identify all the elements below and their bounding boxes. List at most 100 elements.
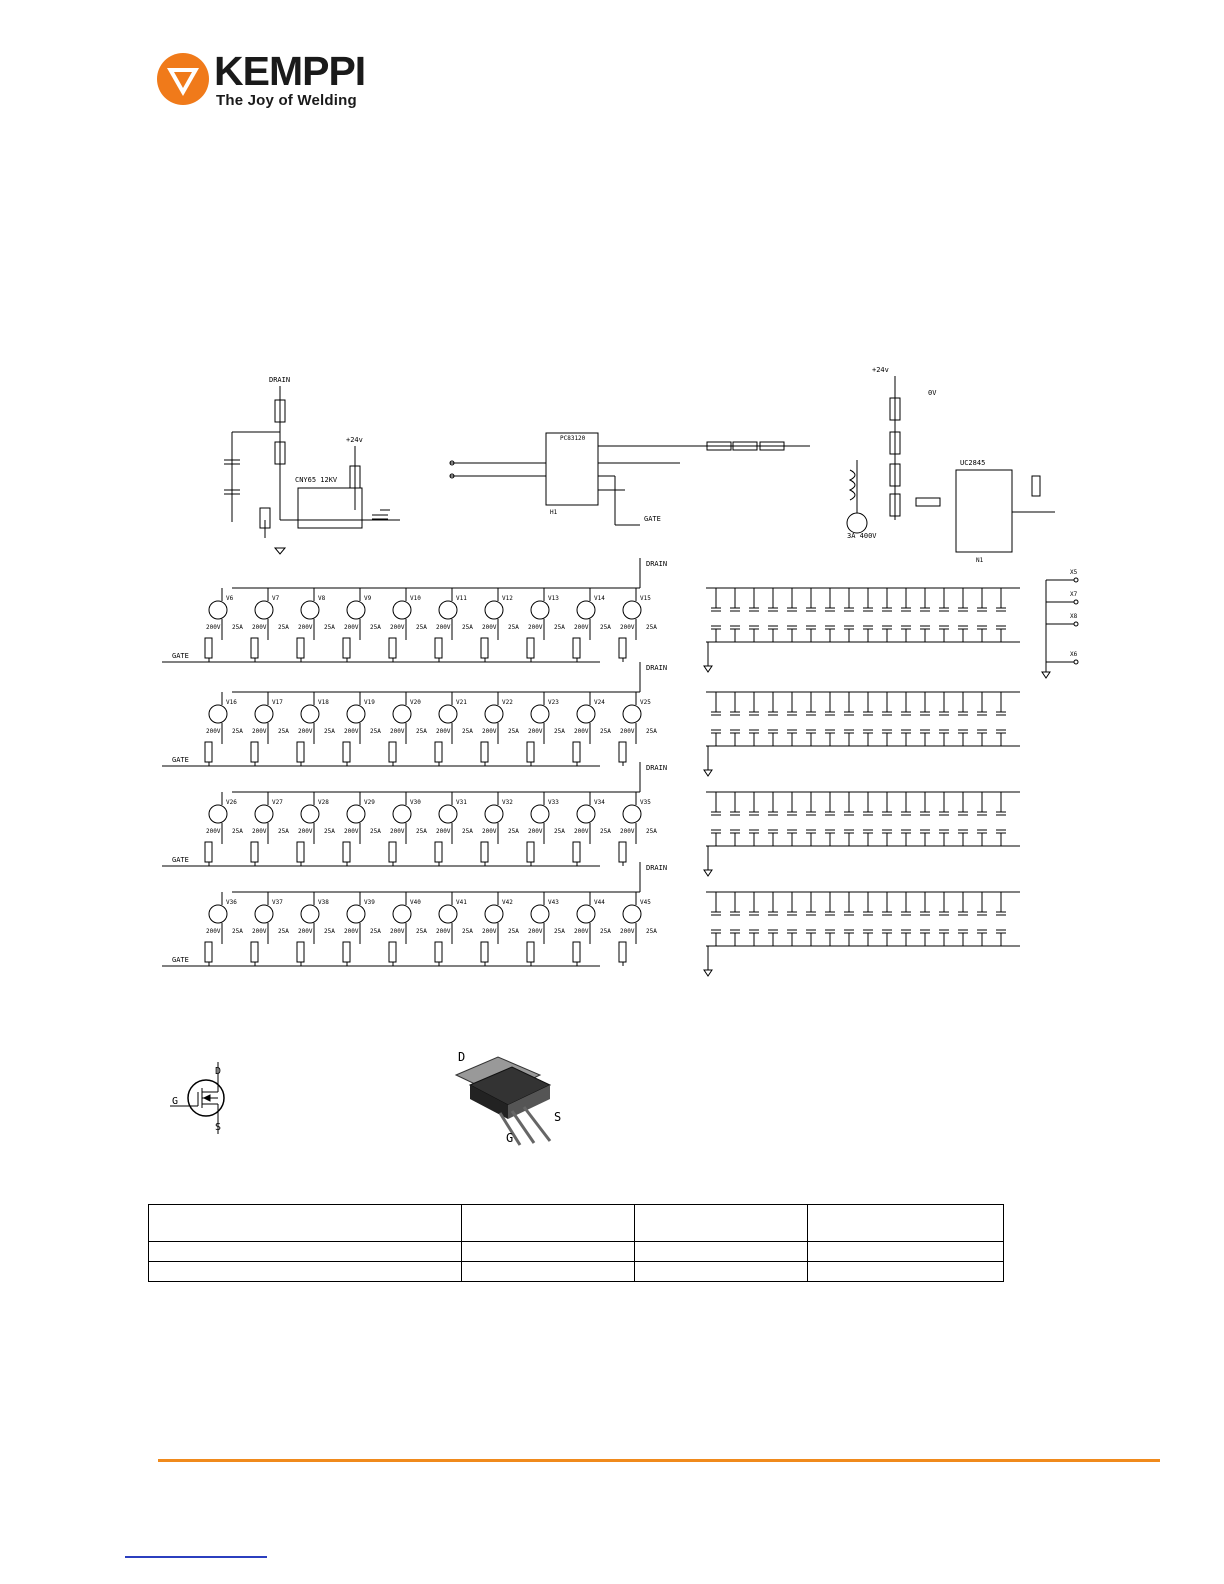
mosfet-current: 25A <box>324 928 335 935</box>
mosfet-current: 25A <box>462 828 473 835</box>
mosfet-ref: V29 <box>364 799 375 806</box>
mosfet-ref: V20 <box>410 699 421 706</box>
mosfet-current: 25A <box>232 728 243 735</box>
mosfet-ref: V30 <box>410 799 421 806</box>
mosfet-ref: V41 <box>456 899 467 906</box>
mosfet-ref: V14 <box>594 595 605 602</box>
driver-ic: PC83120 H1 GATE <box>449 432 810 526</box>
brand-tagline: The Joy of Welding <box>216 92 357 109</box>
mosfet-current: 25A <box>324 728 335 735</box>
mosfet-current: 25A <box>462 624 473 631</box>
table-cell <box>634 1204 808 1242</box>
opto-section: DRAIN CNY65 12KV +24v <box>224 376 400 555</box>
mosfet-current: 25A <box>278 928 289 935</box>
capacitor-bank <box>703 587 1020 673</box>
mosfet-voltage: 200V <box>574 728 589 735</box>
mosfet-current: 25A <box>278 728 289 735</box>
svg-text:X5: X5 <box>1070 569 1078 576</box>
mosfet-ref: V32 <box>502 799 513 806</box>
mosfet-current: 25A <box>600 624 611 631</box>
mosfet-voltage: 200V <box>344 624 359 631</box>
svg-text:UC2845: UC2845 <box>960 459 985 467</box>
package-gate-label: G <box>506 1131 513 1145</box>
gate-label: GATE <box>172 956 189 964</box>
table-row <box>148 1241 1004 1262</box>
mosfet-current: 25A <box>554 928 565 935</box>
mosfet-ref: V16 <box>226 699 237 706</box>
mosfet-current: 25A <box>646 828 657 835</box>
mosfet-current: 25A <box>370 828 381 835</box>
mosfet-ref: V27 <box>272 799 283 806</box>
mosfet-current: 25A <box>324 624 335 631</box>
mosfet-ref: V33 <box>548 799 559 806</box>
svg-text:X8: X8 <box>1070 613 1078 620</box>
mosfet-ref: V6 <box>226 595 234 602</box>
mosfet-current: 25A <box>416 828 427 835</box>
mosfet-current: 25A <box>508 728 519 735</box>
drain-label: DRAIN <box>646 864 667 872</box>
mosfet-voltage: 200V <box>252 624 267 631</box>
symbol-gate-label: G <box>172 1096 178 1107</box>
mosfet-ref: V42 <box>502 899 513 906</box>
kemppi-logo-icon <box>157 53 209 105</box>
mosfet-voltage: 200V <box>252 828 267 835</box>
mosfet-current: 25A <box>416 624 427 631</box>
table-cell <box>634 1261 808 1282</box>
mosfet-current: 25A <box>600 728 611 735</box>
mosfet-voltage: 200V <box>436 728 451 735</box>
mosfet-voltage: 200V <box>528 728 543 735</box>
mosfet-current: 25A <box>324 828 335 835</box>
table-cell <box>148 1204 462 1242</box>
mosfet-ref: V15 <box>640 595 651 602</box>
mosfet-current: 25A <box>600 928 611 935</box>
mosfet-ref: V35 <box>640 799 651 806</box>
mosfet-voltage: 200V <box>298 928 313 935</box>
mosfet-voltage: 200V <box>298 728 313 735</box>
mosfet-voltage: 200V <box>390 828 405 835</box>
plus24-label-1: +24v <box>346 436 363 444</box>
mosfet-current: 25A <box>508 624 519 631</box>
mosfet-voltage: 200V <box>620 624 635 631</box>
svg-text:+24v: +24v <box>872 366 889 374</box>
mosfet-ref: V31 <box>456 799 467 806</box>
gate-label: GATE <box>172 652 189 660</box>
optocoupler-label: CNY65 12KV <box>295 476 338 484</box>
table-cell <box>148 1241 462 1262</box>
mosfet-voltage: 200V <box>482 728 497 735</box>
mosfet-current: 25A <box>232 828 243 835</box>
mosfet-ref: V23 <box>548 699 559 706</box>
mosfet-voltage: 200V <box>574 928 589 935</box>
mosfet-ref: V7 <box>272 595 280 602</box>
footer-link-underline[interactable] <box>125 1556 267 1558</box>
capacitor-bank <box>703 891 1020 977</box>
svg-text:0V: 0V <box>928 389 937 397</box>
mosfet-current: 25A <box>600 828 611 835</box>
mosfet-current: 25A <box>232 928 243 935</box>
table-cell <box>148 1261 462 1282</box>
mosfet-voltage: 200V <box>206 828 221 835</box>
svg-text:PC83120: PC83120 <box>560 435 586 442</box>
gate-label: GATE <box>172 756 189 764</box>
mosfet-current: 25A <box>554 828 565 835</box>
circuit-schematic: DRAIN CNY65 12KV +24v PC83120 H1 GATE <box>162 366 1079 977</box>
svg-text:X6: X6 <box>1070 651 1078 658</box>
spec-table <box>148 1204 1004 1282</box>
